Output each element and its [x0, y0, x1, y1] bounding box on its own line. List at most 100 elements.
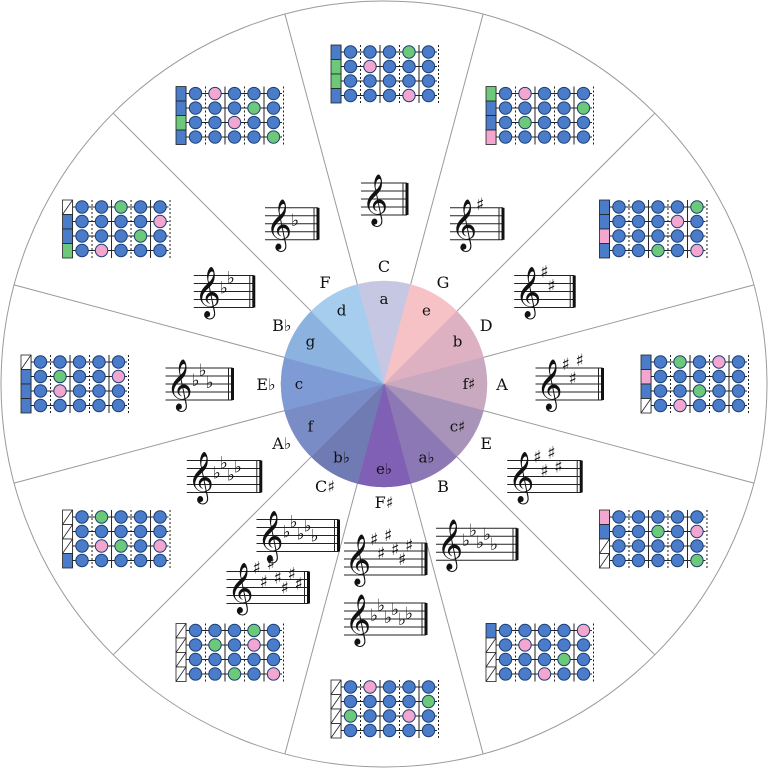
flat-icon: ♭: [283, 523, 291, 543]
fret-dot: [402, 88, 416, 103]
sector-divider: [13, 410, 285, 484]
fret-dot: [670, 510, 685, 524]
sharp-icon: ♯: [547, 444, 555, 464]
fret-dot: [33, 369, 48, 384]
treble-clef-icon: 𝄞: [266, 199, 292, 252]
string-marker: [485, 100, 497, 116]
fret-dot: [188, 623, 203, 638]
key-signature-b: 𝄞♭♭♭♭♭: [436, 519, 519, 572]
fret-dot: [690, 510, 704, 524]
flat-icon: ♭: [220, 279, 228, 299]
sector-divider: [483, 410, 755, 484]
sharp-icon: ♯: [260, 573, 268, 593]
fret-dot: [153, 524, 167, 539]
fret-dot: [731, 384, 746, 398]
fret-dot: [421, 709, 436, 723]
fret-dot: [692, 369, 707, 384]
fret-dot: [692, 398, 707, 413]
flat-icon: ♭: [220, 454, 228, 474]
fret-dot: [208, 115, 222, 130]
sharp-icon: ♯: [281, 579, 289, 599]
fret-dot: [343, 680, 358, 694]
fret-dot: [421, 45, 436, 59]
major-key-label-b: B: [437, 477, 449, 496]
fret-dot: [557, 86, 571, 101]
fret-dot: [576, 638, 591, 652]
fret-dot: [92, 384, 106, 398]
fret-dot: [518, 86, 532, 101]
key-signature-a: 𝄞♯♯♯: [535, 351, 604, 412]
fret-dot: [53, 384, 67, 398]
fret-dot: [227, 86, 242, 101]
fret-dot: [75, 539, 89, 553]
sharp-icon: ♯: [533, 448, 541, 468]
string-marker: [175, 86, 187, 102]
fret-dot: [208, 667, 222, 681]
minor-key-label-e: e: [422, 301, 431, 319]
fret-dot: [114, 243, 128, 258]
fret-dot: [612, 510, 626, 524]
fret-dot: [266, 130, 281, 144]
major-key-label-g: G: [437, 273, 450, 292]
fret-dot: [690, 539, 704, 553]
fret-dot: [612, 524, 626, 539]
fret-dot: [557, 115, 571, 130]
fret-dot: [421, 88, 436, 103]
fret-dot: [670, 553, 685, 568]
fret-dot: [75, 243, 89, 258]
fret-dot: [576, 623, 591, 638]
string-marker: [175, 129, 187, 145]
fret-dot: [382, 709, 397, 723]
fret-dot: [363, 709, 377, 723]
fret-dot: [188, 652, 203, 667]
fret-dot: [382, 45, 397, 59]
fret-dot: [343, 723, 358, 738]
treble-clef-icon: 𝄞: [508, 452, 534, 505]
fret-dot: [557, 638, 571, 652]
fret-dot: [363, 694, 377, 709]
sharp-icon: ♯: [569, 369, 577, 389]
fret-dot: [111, 384, 126, 398]
fret-dot: [518, 652, 532, 667]
fret-dot: [498, 623, 513, 638]
sharp-icon: ♯: [377, 544, 385, 564]
fret-dot: [651, 200, 665, 214]
sharp-icon: ♯: [253, 559, 261, 579]
minor-key-label-b: b: [453, 333, 463, 351]
fret-dot: [382, 88, 397, 103]
sharp-icon: ♯: [398, 550, 406, 570]
fretboard-b: [485, 623, 594, 682]
treble-clef-icon: 𝄞: [258, 511, 284, 564]
string-marker: [330, 88, 342, 104]
fret-dot: [114, 510, 128, 524]
fret-dot: [382, 723, 397, 738]
fret-dot: [631, 214, 646, 229]
fret-dot: [363, 59, 377, 74]
flat-icon: ♭: [192, 371, 200, 391]
fret-dot: [612, 200, 626, 214]
fret-dot: [266, 667, 281, 681]
fret-dot: [94, 524, 109, 539]
fret-dot: [421, 680, 436, 694]
fret-dot: [363, 723, 377, 738]
fret-dot: [53, 398, 67, 413]
fret-dot: [670, 243, 685, 258]
fret-dot: [421, 694, 436, 709]
fret-dot: [557, 652, 571, 667]
sector-divider: [483, 284, 755, 358]
string-marker: [599, 243, 610, 259]
flat-icon: ♭: [405, 604, 413, 624]
fret-dot: [690, 553, 704, 568]
string-marker: [599, 509, 610, 525]
fret-dot: [651, 524, 665, 539]
fret-dot: [537, 86, 552, 101]
fret-dot: [651, 539, 665, 553]
fret-dot: [673, 384, 687, 398]
sector-divider: [13, 284, 285, 358]
fret-dot: [266, 623, 281, 638]
fretboard-f: [175, 86, 284, 145]
fret-dot: [537, 652, 552, 667]
flat-icon: ♭: [290, 513, 298, 533]
fret-dot: [670, 539, 685, 553]
fret-dot: [518, 115, 532, 130]
